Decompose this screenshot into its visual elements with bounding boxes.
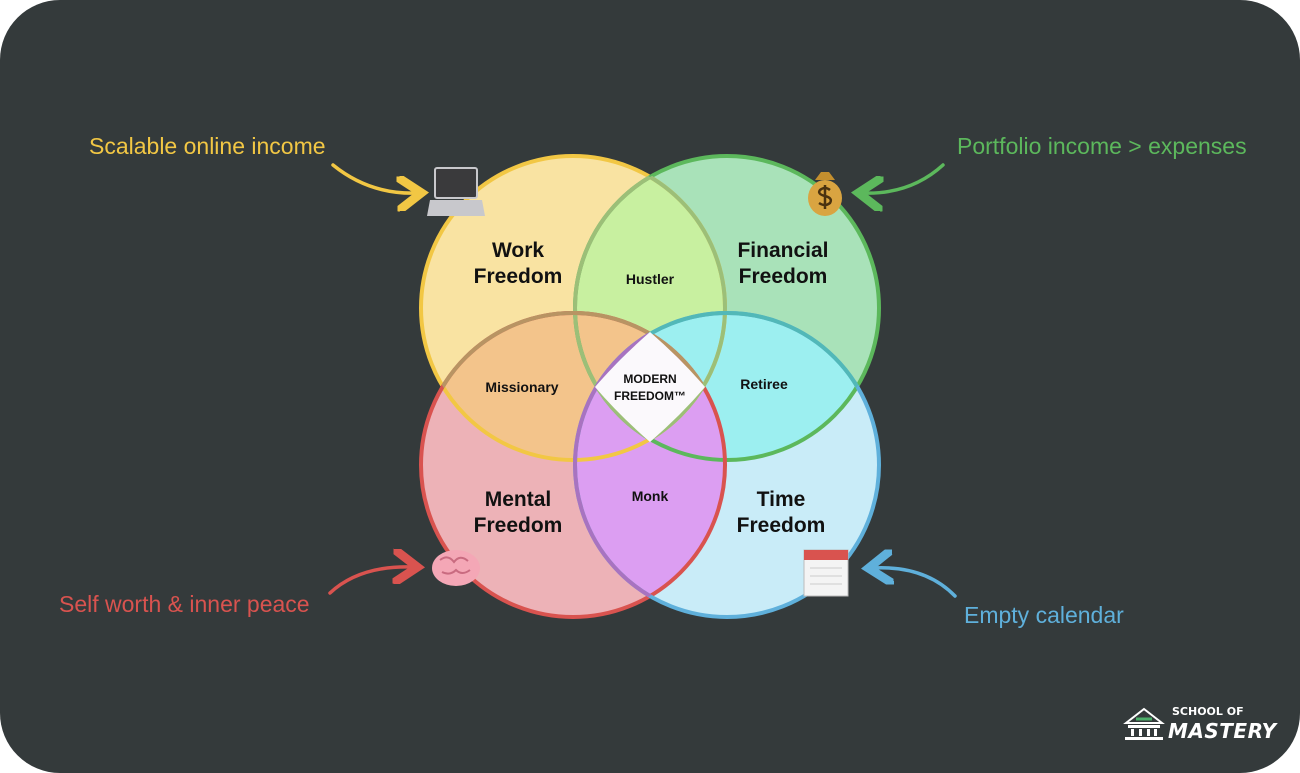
arrow-work bbox=[331, 163, 418, 193]
annotation-mental: Self worth & inner peace bbox=[59, 591, 310, 617]
logo-line2: MASTERY bbox=[1168, 719, 1277, 743]
money-bag-icon bbox=[808, 172, 842, 216]
logo-line1: SCHOOL OF bbox=[1172, 705, 1244, 718]
annotation-financial: Portfolio income > expenses bbox=[957, 133, 1247, 159]
school-of-mastery-logo: SCHOOL OF MASTERY bbox=[1122, 704, 1276, 746]
overlap-label-monk: Monk bbox=[632, 488, 669, 504]
arrow-time bbox=[872, 568, 957, 598]
laptop-icon bbox=[427, 167, 485, 216]
overlap-label-retiree: Retiree bbox=[740, 376, 788, 392]
center-label-line2: FREEDOM™ bbox=[614, 389, 686, 403]
overlap-label-hustler: Hustler bbox=[626, 271, 675, 287]
arrow-mental bbox=[328, 567, 414, 595]
brain-icon bbox=[432, 550, 480, 586]
temple-icon bbox=[1123, 707, 1165, 740]
arrow-financial bbox=[862, 163, 945, 193]
overlap-label-missionary: Missionary bbox=[485, 379, 558, 395]
center-label-line1: MODERN bbox=[623, 372, 676, 386]
center-diamond bbox=[595, 332, 705, 442]
annotation-work: Scalable online income bbox=[89, 133, 326, 159]
calendar-icon bbox=[803, 549, 849, 597]
annotation-time: Empty calendar bbox=[964, 602, 1124, 628]
